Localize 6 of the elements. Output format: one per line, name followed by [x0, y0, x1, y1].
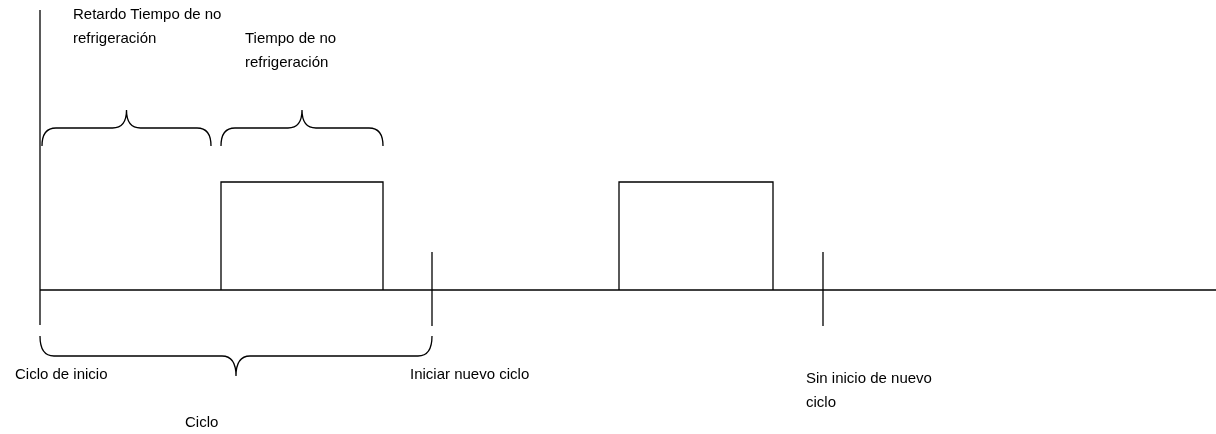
timing-label: Sin inicio de nuevo ciclo: [806, 368, 933, 412]
timing-label: Retardo Tiempo de no refrigeración: [73, 4, 223, 48]
timing-label: Ciclo de inicio: [15, 364, 109, 384]
timing-label: Tiempo de no refrigeración: [245, 28, 338, 72]
timing-label: Iniciar nuevo ciclo: [410, 364, 531, 384]
timing-label: Ciclo: [185, 412, 220, 432]
